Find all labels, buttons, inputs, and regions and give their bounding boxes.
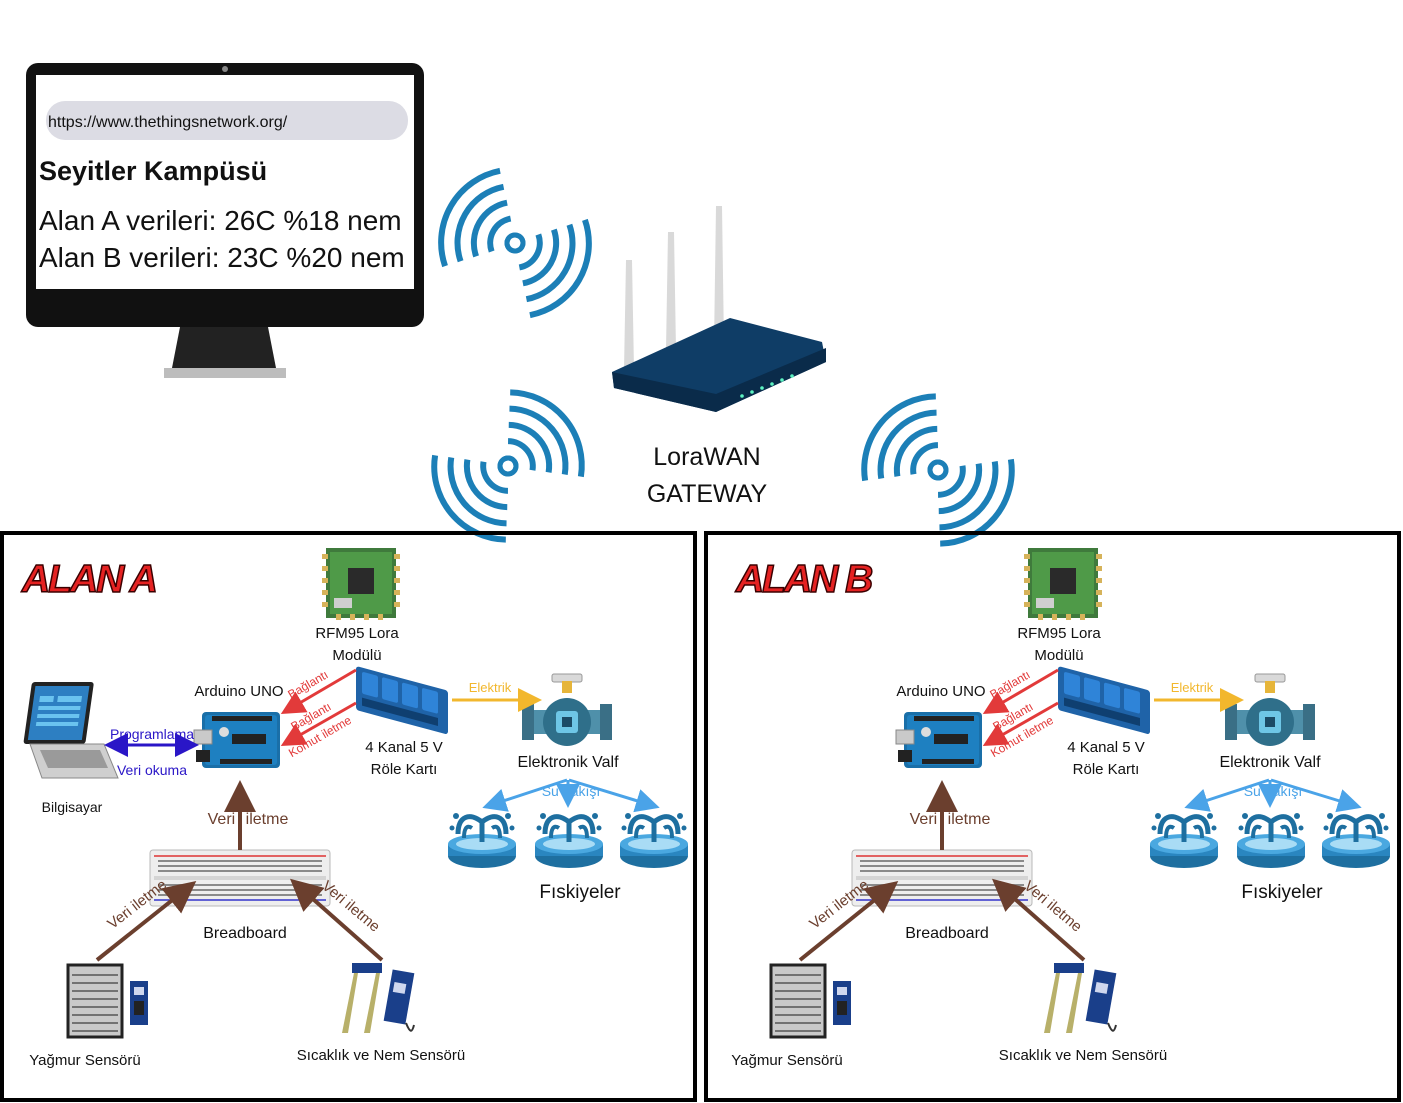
rain-sensor-label: Yağmur Sensörü: [731, 1052, 842, 1069]
arduino-label: Arduino UNO: [896, 683, 985, 700]
area-b-panel: ALAN B RFM95 Lora Modülü Arduino UNO 4 K…: [704, 531, 1401, 1102]
gateway-label-2: GATEWAY: [647, 480, 768, 508]
area-a-title: ALAN A: [21, 558, 156, 601]
water-arrow-left: [1184, 778, 1270, 812]
fountain-icon: [535, 813, 603, 868]
valve-label: Elektronik Valf: [517, 754, 619, 771]
area-a-panel: ALAN A RFM95 Lora Modülü Arduino UNO 4 K…: [0, 531, 697, 1102]
soil-sensor-icon: [1043, 962, 1118, 1034]
rain-sensor-icon: [66, 963, 150, 1039]
monitor-title: Seyitler Kampüsü: [39, 156, 267, 186]
data-read-label: Veri okuma: [117, 762, 187, 778]
lora-module-icon: [1024, 548, 1102, 620]
connection-arrow-1: [280, 668, 357, 715]
wifi-icon-monitor: [423, 158, 606, 327]
relay-label: 4 Kanal 5 V: [365, 739, 443, 756]
power-label: Elektrik: [469, 680, 512, 695]
arduino-label: Arduino UNO: [194, 683, 283, 700]
breadboard-label: Breadboard: [203, 925, 287, 942]
fountains-label: Fıskiyeler: [539, 882, 621, 903]
computer-label: Bilgisayar: [42, 799, 103, 815]
data-arrow-up-label: Veri iletme: [910, 811, 991, 828]
fountains-label: Fıskiyeler: [1241, 882, 1323, 903]
monitor-line-1: Alan A verileri: 26C %18 nem: [39, 205, 402, 236]
data-arrow-right-label: Veri iletme: [319, 878, 384, 936]
fountain-icon: [1322, 813, 1390, 868]
lora-label: RFM95 Lora: [315, 625, 399, 642]
relay-label-2: Röle Kartı: [371, 761, 438, 778]
relay-label-2: Röle Kartı: [1073, 761, 1140, 778]
valve-icon: [1224, 673, 1316, 747]
url-text: https://www.thethingsnetwork.org/: [48, 114, 288, 131]
router-icon: [612, 206, 826, 412]
url-bar: [46, 101, 408, 140]
connection-arrow-2: [280, 701, 357, 746]
data-arrow-up-label: Veri iletme: [208, 811, 289, 828]
fountain-icon: [448, 813, 516, 868]
breadboard-label: Breadboard: [905, 925, 989, 942]
gateway-label-1: LoraWAN: [653, 443, 760, 471]
water-arrow-right: [568, 778, 660, 813]
laptop-icon: [22, 681, 119, 779]
connection-arrow-1: [982, 668, 1059, 715]
arduino-icon: [895, 711, 983, 769]
lora-module-icon: [322, 548, 400, 620]
connection-arrow-2: [982, 701, 1059, 746]
power-label: Elektrik: [1171, 680, 1214, 695]
soil-sensor-icon: [341, 962, 416, 1034]
fountain-icon: [1150, 813, 1218, 868]
lora-label: RFM95 Lora: [1017, 625, 1101, 642]
lora-label-2: Modülü: [332, 647, 381, 664]
programming-label: Programlama: [110, 726, 194, 742]
rain-sensor-label: Yağmur Sensörü: [29, 1052, 140, 1069]
relay-label: 4 Kanal 5 V: [1067, 739, 1145, 756]
soil-sensor-label: Sıcaklık ve Nem Sensörü: [297, 1047, 465, 1064]
water-arrow-left: [482, 778, 568, 812]
data-arrow-right: [992, 878, 1086, 962]
data-arrow-left: [798, 880, 899, 962]
valve-label: Elektronik Valf: [1219, 754, 1321, 771]
data-arrow-left: [95, 881, 197, 962]
soil-sensor-label: Sıcaklık ve Nem Sensörü: [999, 1047, 1167, 1064]
water-label: Su akışı: [1244, 783, 1303, 799]
lora-label-2: Modülü: [1034, 647, 1083, 664]
area-b-title: ALAN B: [735, 558, 872, 601]
water-arrow-right: [1270, 778, 1362, 813]
water-label: Su akışı: [542, 783, 601, 799]
arduino-icon: [193, 711, 281, 769]
fountain-icon: [1237, 813, 1305, 868]
wifi-icon-area-a: [416, 376, 600, 555]
data-arrow-right-label: Veri iletme: [1021, 878, 1086, 936]
fountain-icon: [620, 813, 688, 868]
data-arrow-right: [290, 878, 384, 962]
rain-sensor-icon: [769, 963, 853, 1039]
valve-icon: [521, 673, 613, 747]
relay-board-icon: [1058, 666, 1150, 735]
monitor: https://www.thethingsnetwork.org/ Seyitl…: [26, 63, 424, 378]
monitor-line-2: Alan B verileri: 23C %20 nem: [39, 242, 405, 273]
relay-board-icon: [356, 666, 448, 735]
